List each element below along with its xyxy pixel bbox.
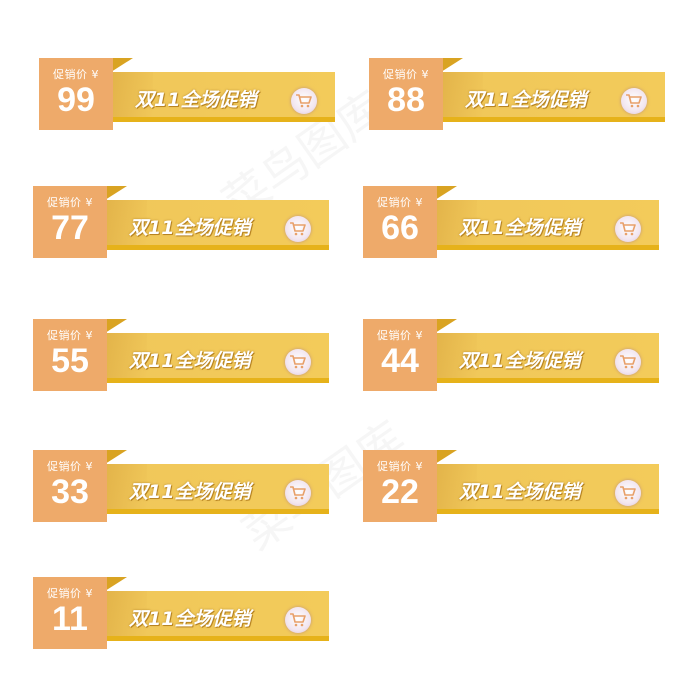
promo-text: 双11全场促销 [459,217,581,239]
cart-button[interactable] [285,480,311,506]
promo-badge-11: 促销价 ¥ 11 双11全场促销 [33,577,335,649]
promo-banner [433,333,659,383]
promo-text: 双11全场促销 [459,481,581,503]
price-label: 促销价 ¥ [377,460,423,473]
cart-button[interactable] [621,88,647,114]
price-box: 促销价 ¥ 33 [33,450,107,522]
price-label: 促销价 ¥ [53,68,99,81]
cart-button[interactable] [285,216,311,242]
promo-text: 双11全场促销 [129,608,251,630]
promo-badge-77: 促销价 ¥ 77 双11全场促销 [33,186,335,258]
promo-banner [439,72,665,122]
price-label: 促销价 ¥ [47,329,93,342]
shopping-cart-icon [290,486,306,500]
shopping-cart-icon [290,355,306,369]
price-box: 促销价 ¥ 22 [363,450,437,522]
price-box: 促销价 ¥ 55 [33,319,107,391]
promo-text: 双11全场促销 [135,89,257,111]
price-value: 22 [381,473,419,511]
price-box: 促销价 ¥ 77 [33,186,107,258]
promo-text: 双11全场促销 [129,217,251,239]
price-box: 促销价 ¥ 44 [363,319,437,391]
shopping-cart-icon [626,94,642,108]
price-box: 促销价 ¥ 66 [363,186,437,258]
cart-button[interactable] [285,349,311,375]
shopping-cart-icon [620,222,636,236]
promo-text: 双11全场促销 [465,89,587,111]
price-value: 99 [57,81,95,119]
price-box: 促销价 ¥ 11 [33,577,107,649]
price-label: 促销价 ¥ [383,68,429,81]
price-value: 88 [387,81,425,119]
cart-button[interactable] [615,480,641,506]
cart-button[interactable] [291,88,317,114]
promo-banner [103,200,329,250]
cart-button[interactable] [615,216,641,242]
price-value: 11 [52,600,88,638]
shopping-cart-icon [290,613,306,627]
shopping-cart-icon [290,222,306,236]
price-value: 33 [51,473,89,511]
promo-text: 双11全场促销 [129,350,251,372]
promo-banner [103,591,329,641]
promo-badge-66: 促销价 ¥ 66 双11全场促销 [363,186,665,258]
shopping-cart-icon [620,486,636,500]
shopping-cart-icon [620,355,636,369]
cart-button[interactable] [615,349,641,375]
promo-badge-33: 促销价 ¥ 33 双11全场促销 [33,450,335,522]
promo-text: 双11全场促销 [459,350,581,372]
promo-text: 双11全场促销 [129,481,251,503]
price-label: 促销价 ¥ [47,196,93,209]
price-label: 促销价 ¥ [47,587,93,600]
price-value: 77 [51,209,89,247]
promo-banner [433,464,659,514]
price-value: 66 [381,209,419,247]
price-value: 44 [381,342,419,380]
promo-badge-22: 促销价 ¥ 22 双11全场促销 [363,450,665,522]
promo-badge-88: 促销价 ¥ 88 双11全场促销 [369,58,671,130]
price-box: 促销价 ¥ 99 [39,58,113,130]
price-label: 促销价 ¥ [47,460,93,473]
promo-badge-55: 促销价 ¥ 55 双11全场促销 [33,319,335,391]
price-box: 促销价 ¥ 88 [369,58,443,130]
promo-badge-44: 促销价 ¥ 44 双11全场促销 [363,319,665,391]
shopping-cart-icon [296,94,312,108]
price-value: 55 [51,342,89,380]
cart-button[interactable] [285,607,311,633]
price-label: 促销价 ¥ [377,329,423,342]
price-label: 促销价 ¥ [377,196,423,209]
promo-badge-99: 促销价 ¥ 99 双11全场促销 [39,58,341,130]
